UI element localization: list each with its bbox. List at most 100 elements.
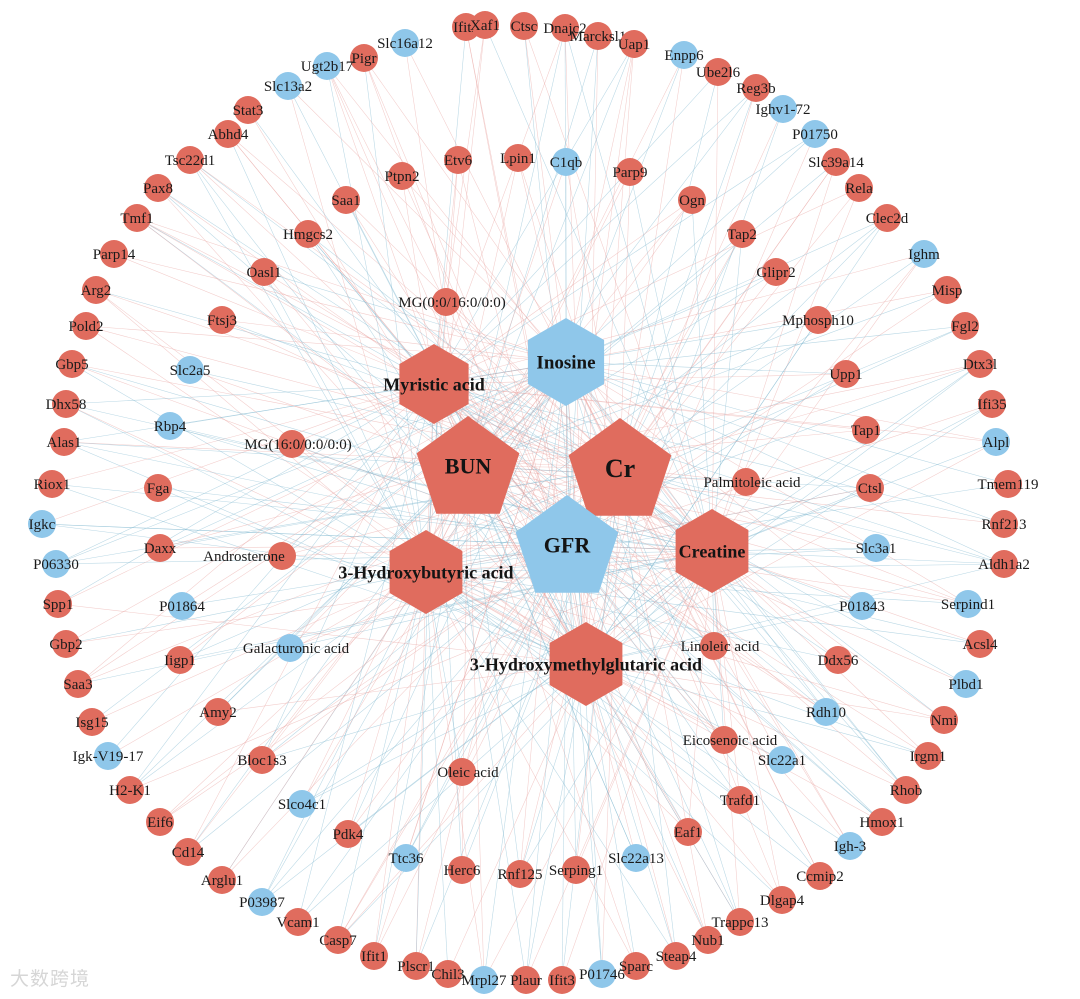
- node-irgm1: Irgm1: [910, 742, 946, 770]
- edge-steap4-hmg: [585, 663, 677, 957]
- node-rnf125: Rnf125: [498, 860, 543, 888]
- node-circle: [444, 146, 472, 174]
- edge-acsl4-gfr: [566, 544, 981, 645]
- node-label: Alas1: [47, 435, 82, 451]
- node-circle: [234, 96, 262, 124]
- hub-label: Cr: [605, 454, 635, 483]
- node-label: P01746: [579, 967, 625, 983]
- edge-bloc1s3-hmg: [261, 663, 587, 761]
- node-circle: [448, 856, 476, 884]
- edge-irgm1-hmg: [585, 663, 929, 757]
- edge-saa3-cr: [77, 467, 621, 685]
- node-circle: [471, 11, 499, 39]
- node-label: Arglu1: [201, 873, 243, 889]
- edge-clec2d-hbut: [425, 217, 888, 573]
- node-label: Ddx56: [818, 653, 859, 669]
- node-circle: [994, 470, 1022, 498]
- edge-uap1-myristic: [433, 43, 635, 385]
- edge-rnf213-inosine: [565, 361, 1005, 525]
- node-circle: [551, 14, 579, 42]
- edge-fgl2-myristic: [433, 325, 966, 385]
- node-circle: [801, 120, 829, 148]
- hub-bun: BUN: [416, 416, 520, 514]
- edge-slc13a2-inosine: [287, 85, 567, 363]
- node-circle: [954, 590, 982, 618]
- edge-serping1-inosine: [565, 361, 577, 871]
- hub-creatine: Creatine: [675, 509, 749, 593]
- node-label: Herc6: [444, 863, 481, 879]
- edge-irgm1-creatine: [711, 550, 929, 757]
- node-ttc36: Ttc36: [389, 844, 424, 872]
- edge-reg3b-bun: [467, 87, 757, 467]
- node-slc2a5: Slc2a5: [170, 356, 210, 384]
- node-label: Plaur: [510, 973, 542, 989]
- edge-aldh1a2-cr: [619, 467, 1005, 565]
- edge-eicosenoic-acid-bun: [467, 465, 725, 741]
- node-label: Ifit3: [549, 973, 575, 989]
- node-label: Isg15: [75, 715, 108, 731]
- edge-igh-3-cr: [619, 467, 851, 847]
- node-label: Ctsc: [511, 19, 538, 35]
- node-circle: [762, 258, 790, 286]
- edge-dlgap4-hbut: [425, 571, 783, 901]
- node-circle: [360, 942, 388, 970]
- node-oasl1: Oasl1: [247, 258, 282, 286]
- node-circle: [64, 670, 92, 698]
- hub-label: GFR: [544, 533, 592, 558]
- node-circle: [506, 860, 534, 888]
- node-ifit3: Ifit3: [548, 966, 576, 994]
- edge-aldh1a2-inosine: [565, 361, 1005, 565]
- node-circle: [694, 926, 722, 954]
- node-circle: [294, 220, 322, 248]
- edge-ighm-myristic: [433, 253, 925, 385]
- edge-reg3b-hmg: [585, 87, 757, 665]
- node-circle: [50, 428, 78, 456]
- edge-parp9-creatine: [629, 171, 713, 552]
- node-label: Ogn: [679, 193, 705, 209]
- node-circle: [78, 708, 106, 736]
- node-label: Oasl1: [247, 265, 282, 281]
- edge-dnajc2-bun: [467, 27, 566, 467]
- edge-tap1-myristic: [433, 383, 867, 431]
- node-circle: [622, 952, 650, 980]
- node-isg15: Isg15: [75, 708, 109, 736]
- node-circle: [845, 174, 873, 202]
- node-circle: [822, 148, 850, 176]
- node-ctsl: Ctsl: [856, 474, 884, 502]
- node-label: Slc39a14: [808, 155, 864, 171]
- edge-spp1-hmg: [57, 603, 587, 665]
- node-hmox1: Hmox1: [860, 808, 905, 836]
- edge-vcam1-myristic: [297, 383, 435, 923]
- edge-xaf1-creatine: [484, 24, 713, 552]
- edge-iigp1-inosine: [179, 361, 567, 661]
- node-ccmip2: Ccmip2: [796, 862, 844, 890]
- edge-plaur-gfr: [525, 544, 568, 981]
- node-circle: [144, 474, 172, 502]
- node-ogn: Ogn: [678, 186, 706, 214]
- node-label: Saa1: [331, 193, 360, 209]
- node-label: Trafd1: [720, 793, 760, 809]
- node-circle: [848, 592, 876, 620]
- edge-mphosph10-bun: [467, 319, 819, 467]
- edge-ighv1-72-cr: [619, 108, 784, 469]
- node-arg2: Arg2: [81, 276, 111, 304]
- node-label: Etv6: [444, 153, 473, 169]
- node-circle: [952, 670, 980, 698]
- node-label: Pax8: [143, 181, 173, 197]
- edge-slc22a1-cr: [619, 467, 783, 761]
- edge-casp7-gfr: [337, 544, 568, 941]
- edge-p01843-hmg: [585, 605, 863, 665]
- node-rdh10: Rdh10: [806, 698, 846, 726]
- edge-casp7-hbut: [337, 571, 427, 941]
- edge-igkc-myristic: [41, 383, 435, 525]
- edge-amy2-inosine: [217, 361, 567, 713]
- edge-cd14-gfr: [187, 544, 568, 853]
- edge-h2-k1-creatine: [129, 550, 713, 791]
- node-circle: [144, 174, 172, 202]
- edge-p01750-inosine: [565, 133, 816, 363]
- edge-alpl-inosine: [565, 361, 997, 443]
- edge-slc39a14-cr: [619, 161, 837, 469]
- node-circle: [622, 844, 650, 872]
- node-tmf1: Tmf1: [120, 204, 154, 232]
- edge-tap2-cr: [619, 233, 743, 469]
